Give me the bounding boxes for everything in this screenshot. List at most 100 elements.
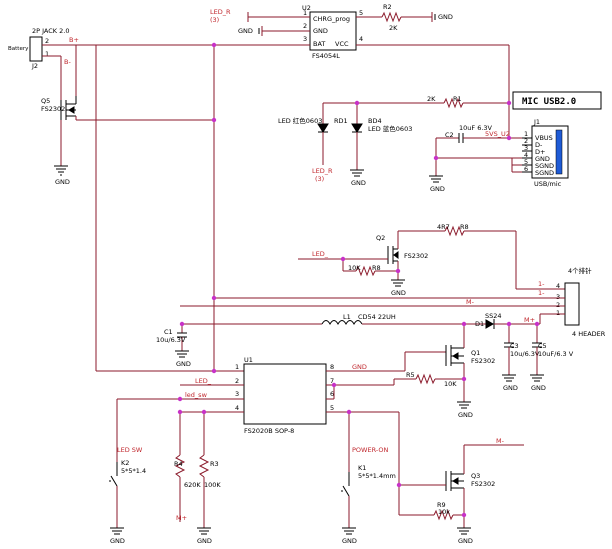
d1-part: SS24 <box>485 312 502 320</box>
usb-num-2: 2 <box>524 137 528 145</box>
battery-label: Battery <box>8 46 29 52</box>
net-led-r: LED_R <box>210 8 231 16</box>
q3-gnd: GND <box>458 537 473 545</box>
header-4pin: 4个排针 4 HEADER 4 3 2 1 <box>556 266 606 338</box>
header-num-2: 2 <box>556 301 560 309</box>
usb-pin-sgnd1: SGND <box>535 162 554 170</box>
u1-pin4: 4 <box>235 404 239 412</box>
q2-ref: Q2 <box>376 234 385 242</box>
usb-connector-j1: MIC USB2.0 J1 USB/mic VBUS D- D+ GND SGN… <box>512 91 602 188</box>
resistor-r3: R3 100K GND <box>197 454 221 545</box>
net-1minus-a: 1- <box>538 280 545 288</box>
led-bd4: BD4 LED 蓝色0603 GND <box>350 117 412 187</box>
capacitor-c1: C1 10u/6.3V GND <box>156 324 191 368</box>
r2-value: 2K <box>389 24 398 32</box>
c5-value: 10uF/6.3 V <box>538 350 574 358</box>
rd1-ref: RD1 <box>334 117 348 125</box>
r1-value: 2K <box>427 95 436 103</box>
usb-num-5: 5 <box>524 158 528 166</box>
k2-label: LED SW <box>117 446 143 454</box>
c3-ref: C3 <box>510 342 519 350</box>
net-m-plus-r4: M+ <box>176 514 187 522</box>
net-led-g-u1: LED_ <box>195 377 212 385</box>
c1-ref: C1 <box>164 328 173 336</box>
d1-ref: D1 <box>475 320 484 328</box>
q1-gnd: GND <box>458 411 473 419</box>
r9-value: 10k <box>438 508 450 516</box>
c1-gnd: GND <box>176 360 191 368</box>
r3-gnd: GND <box>197 537 212 545</box>
r2-ref: R2 <box>383 3 392 11</box>
boost-ic-u1: U1 FS2020B SOP-8 1 2 3 4 8 7 6 5 <box>235 356 334 435</box>
k2-value: 5*5*1.4 <box>121 467 146 475</box>
u2-n3: 3 <box>303 35 307 43</box>
q3-ref: Q3 <box>471 472 480 480</box>
r4-ref: R4 <box>174 460 183 468</box>
net-b-plus: B+ <box>69 36 79 44</box>
r3-ref: R3 <box>210 460 219 468</box>
usb-pin-gnd: GND <box>535 155 550 163</box>
jack-pin1: 1 <box>45 50 49 58</box>
u1-pin8: 8 <box>330 363 334 371</box>
c2-value: 10uF 6.3V <box>459 124 493 132</box>
r4-value: 620K <box>184 481 201 489</box>
r5-ref: R5 <box>406 371 415 379</box>
u1-pin7: 7 <box>330 377 334 385</box>
u1-pin5: 5 <box>330 404 334 412</box>
charger-ic-u2: U2 CHRG_prog GND BAT VCC FS4054L 1 2 3 4… <box>302 4 363 60</box>
capacitor-c5: C5 10uF/6.3 V GND <box>530 342 574 392</box>
u1-pin6: 6 <box>330 390 334 398</box>
c2-gnd: GND <box>430 185 445 193</box>
gnd-symbol-q3: GND <box>457 527 473 545</box>
usb-ref: J1 <box>533 118 540 126</box>
bd4-gnd: GND <box>351 179 366 187</box>
usb-part: USB/mic <box>534 180 562 188</box>
c1-value: 10u/6.3V <box>156 336 186 344</box>
net-m-minus-q3: M- <box>496 437 505 445</box>
q2-gnd: GND <box>391 289 406 297</box>
usb-pin-dplus: D+ <box>535 148 545 156</box>
jack-title: 2P JACK 2.0 <box>32 27 69 35</box>
k1-value: 5*5*1.4mm <box>358 472 396 480</box>
r2-gnd: GND <box>438 13 453 21</box>
l1-value: CD54 22UH <box>358 313 396 321</box>
r8a-ref: R8 <box>460 223 469 231</box>
net-m-plus-header: M+ <box>524 316 535 324</box>
net-1minus-b: 1- <box>538 289 545 297</box>
rd1-pin: (3) <box>315 175 324 183</box>
battery-jack-j2: Battery 2P JACK 2.0 J2 2 1 <box>8 27 69 70</box>
u2-n1: 1 <box>303 9 307 17</box>
q5-ref: Q5 <box>41 97 50 105</box>
net-led-sw: led_sw <box>185 391 208 399</box>
r1-ref: R1 <box>453 95 462 103</box>
r8b-ref: R8 <box>372 264 381 272</box>
k2-gnd: GND <box>110 537 125 545</box>
net-led-g-q2: LED_ <box>312 250 329 258</box>
u2-pin-vcc: VCC <box>335 40 349 48</box>
u2-part: FS4054L <box>312 52 340 60</box>
q2-part: FS2302 <box>404 252 428 260</box>
led-rd1: RD1 LED 红色0603 LED_R (3) <box>278 116 348 183</box>
r8b-value: 10K <box>348 264 361 272</box>
usb-num-1: 1 <box>524 130 528 138</box>
net-5v-u2: 5VS_U2 <box>485 130 510 138</box>
u2-n5: 5 <box>359 9 363 17</box>
usb-pin-sgnd2: SGND <box>535 169 554 177</box>
mosfet-q5: Q5 FS2302 <box>41 96 77 120</box>
u1-ref: U1 <box>244 356 253 364</box>
header-num-1: 1 <box>556 309 560 317</box>
usb-num-6: 6 <box>524 165 528 173</box>
r9-ref: R9 <box>437 501 446 509</box>
gnd-label: GND <box>55 178 70 186</box>
r5-value: 10K <box>444 380 457 388</box>
mosfet-q3: Q3 FS2302 <box>445 471 495 491</box>
bd4-desc: LED 蓝色0603 <box>368 124 412 133</box>
mosfet-q2: Q2 FS2302 <box>376 234 428 264</box>
r8a-value: 4R7 <box>437 223 450 231</box>
q1-ref: Q1 <box>471 349 480 357</box>
u2-pin-chrg: CHRG_prog <box>313 15 350 23</box>
net-b-minus: B- <box>64 58 71 66</box>
header-title: 4个排针 <box>568 266 592 275</box>
usb-title: MIC USB2.0 <box>522 97 576 107</box>
